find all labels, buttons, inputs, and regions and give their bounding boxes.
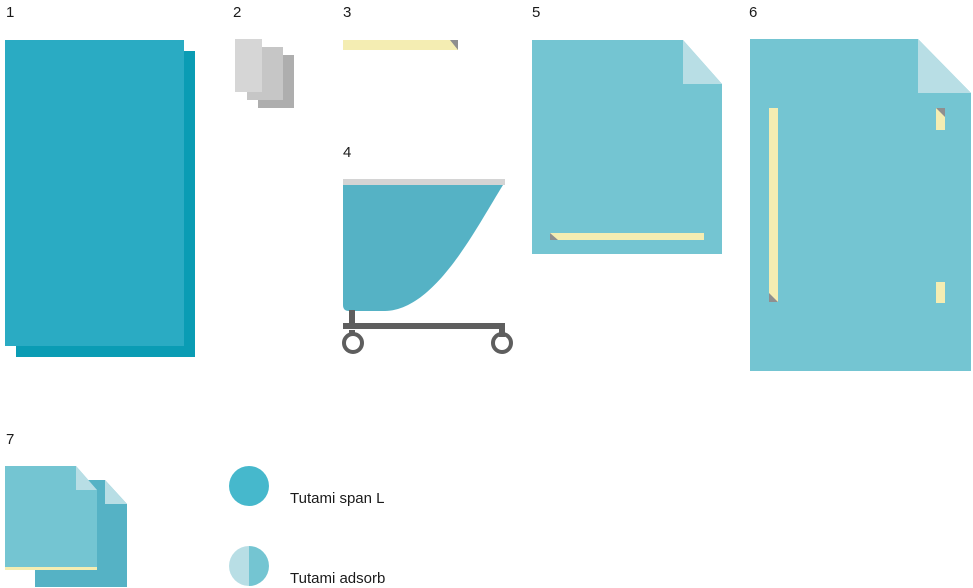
cover-drape xyxy=(343,185,503,311)
item-1-folded-drape xyxy=(0,0,200,365)
item-4-table-cover xyxy=(335,170,520,360)
tape-strip xyxy=(550,233,704,240)
wheel-left xyxy=(344,334,362,352)
legend-label-adsorb: Tutami adsorb xyxy=(290,570,385,588)
item-5-drape-sheet xyxy=(528,36,728,258)
item-number-3: 3 xyxy=(343,5,351,21)
item-number-2: 2 xyxy=(233,5,241,21)
half-circle-icon xyxy=(228,544,274,587)
item-7-layered-drapes xyxy=(0,460,135,587)
legend-label-span-l: Tutami span L xyxy=(290,490,385,508)
item-3-tape-strip xyxy=(340,35,465,57)
table-top xyxy=(343,179,505,185)
full-circle-icon xyxy=(228,464,274,510)
item-number-7: 7 xyxy=(6,432,14,448)
tape-strip-vertical xyxy=(769,108,778,302)
drape-top-layer xyxy=(5,40,184,346)
item-number-5: 5 xyxy=(532,5,540,21)
item-2-gauze-stack xyxy=(230,35,300,113)
tape-tab-bottom xyxy=(936,282,945,303)
page-fold xyxy=(683,40,722,84)
table-rail xyxy=(343,323,505,329)
item-6-large-drape xyxy=(746,35,973,375)
item-number-4: 4 xyxy=(343,145,351,161)
page-fold xyxy=(918,39,971,93)
item-number-6: 6 xyxy=(749,5,757,21)
